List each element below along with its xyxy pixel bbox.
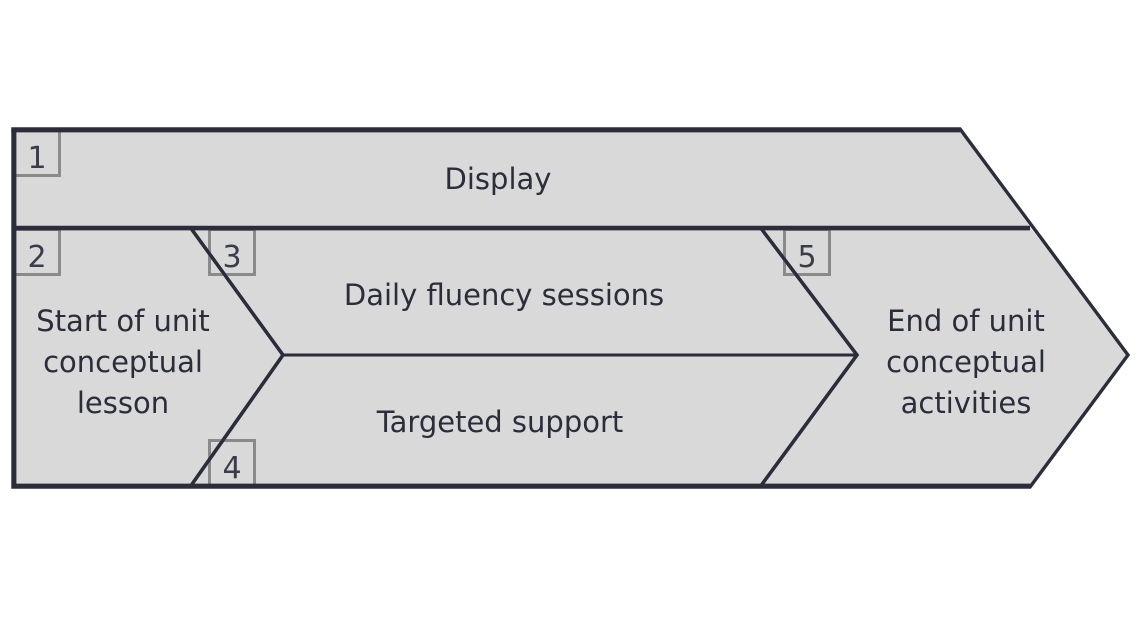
badge-2-label: 2 [27, 240, 46, 275]
end-block-label-line2: conceptual [886, 345, 1046, 379]
display-band-label: Display [445, 162, 552, 196]
badge-3-label: 3 [222, 240, 241, 275]
lower-arrow-body-shape [13, 227, 1128, 487]
badge-5-label: 5 [797, 240, 816, 275]
right-chevron-overlay [758, 225, 860, 489]
display-band-shape[interactable] [13, 129, 1030, 227]
left-chevron-overlay [188, 226, 286, 488]
end-block-label-line3: activities [901, 386, 1032, 420]
start-block-label-line3: lesson [77, 386, 169, 420]
start-block-label-line1: Start of unit [36, 304, 209, 338]
lower-stream-label: Targeted support [376, 405, 624, 439]
badge-1-label: 1 [27, 141, 46, 176]
start-block-label-line2: conceptual [43, 345, 203, 379]
upper-stream-label: Daily fluency sessions [344, 278, 664, 312]
badge-4-label: 4 [222, 451, 241, 486]
end-block-label-line1: End of unit [887, 304, 1045, 338]
